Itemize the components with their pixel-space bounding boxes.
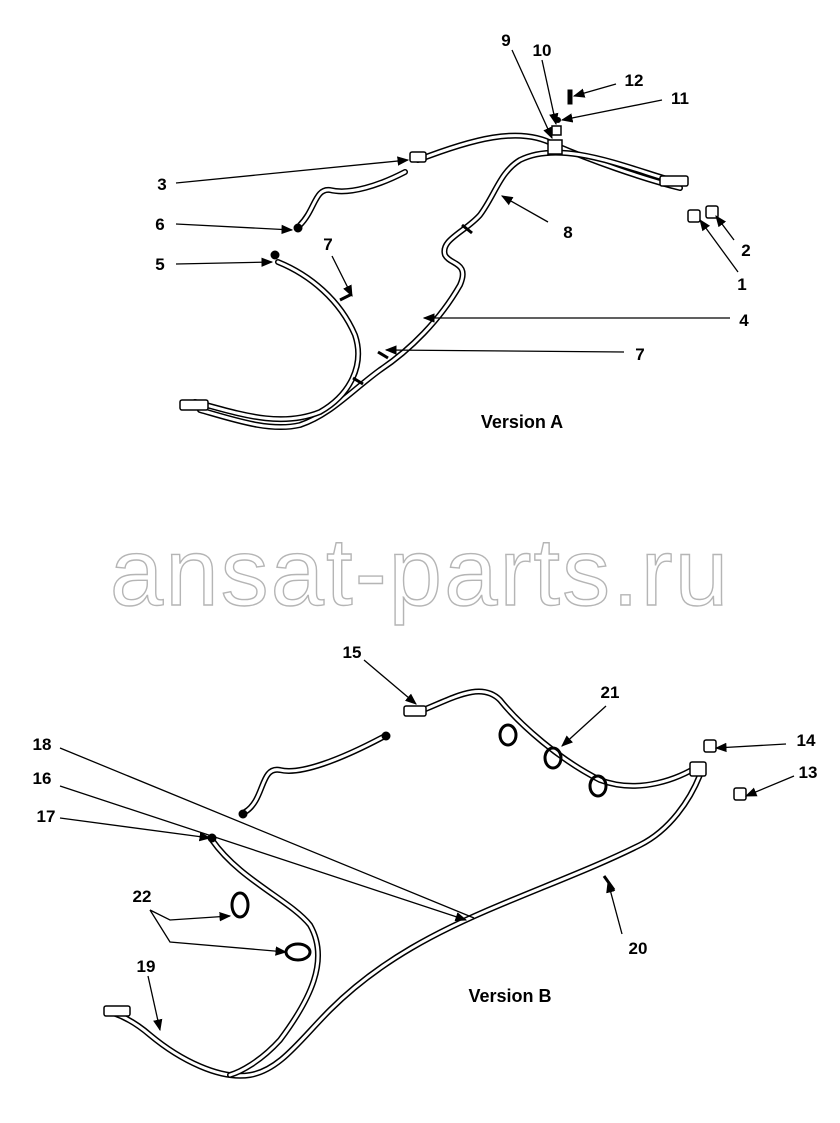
callout-6: 6	[155, 215, 164, 234]
callout-7-lower: 7	[635, 345, 644, 364]
nut-11	[555, 117, 561, 123]
end-fitting-left-a	[179, 399, 209, 411]
callout-19: 19	[137, 957, 156, 976]
adapter-1	[687, 209, 701, 223]
clamp-21-b	[543, 746, 563, 770]
callout-18: 18	[33, 735, 52, 754]
leaders-version-b	[59, 659, 795, 1032]
callout-16: 16	[33, 769, 52, 788]
clip-upper-4	[461, 223, 473, 235]
callout-3: 3	[157, 175, 166, 194]
callout-20: 20	[629, 939, 648, 958]
callout-9: 9	[501, 31, 510, 50]
callout-10: 10	[533, 41, 552, 60]
watermark-text: ansat-parts.ru	[110, 519, 730, 626]
callout-12: 12	[625, 71, 644, 90]
callout-11: 11	[671, 89, 689, 108]
caption-version-b: Version B	[468, 986, 551, 1006]
fitting-6	[293, 223, 303, 233]
callout-22: 22	[133, 887, 152, 906]
callout-4: 4	[739, 311, 749, 330]
fitting-5	[270, 250, 280, 260]
adapter-2	[705, 205, 719, 219]
end-fitting-left-b	[103, 1005, 131, 1017]
hose-17	[209, 837, 321, 1078]
callout-21: 21	[601, 683, 620, 702]
hose-5	[192, 259, 362, 423]
end-fitting-right	[659, 175, 689, 187]
fitting-3	[409, 151, 427, 163]
fitting-18-top	[381, 731, 391, 741]
callout-5: 5	[155, 255, 164, 274]
callout-14: 14	[797, 731, 816, 750]
callout-1: 1	[737, 275, 746, 294]
hose-15	[415, 688, 703, 789]
hose-18	[242, 733, 388, 815]
clamp-21-a	[498, 723, 518, 747]
fitting-18	[238, 809, 248, 819]
hose-4	[197, 149, 673, 431]
hose-16	[107, 772, 703, 1079]
callout-2: 2	[741, 241, 750, 260]
clamp-22-lower	[284, 942, 312, 962]
clamp-block-9	[547, 139, 563, 155]
bolt-12	[567, 89, 573, 105]
clip-7-upper	[339, 292, 353, 302]
hose-6	[297, 169, 408, 228]
bracket-10	[551, 125, 562, 136]
callout-17: 17	[37, 807, 56, 826]
callout-13: 13	[799, 763, 818, 782]
leaders-version-a	[175, 49, 739, 355]
fitting-15	[403, 705, 427, 717]
version-b-assembly: 13 14 15 16 17 18 19 20 21 22 Version B	[33, 643, 818, 1079]
clamp-21-c	[588, 774, 608, 798]
clip-7-lower	[377, 350, 389, 360]
callout-15: 15	[343, 643, 362, 662]
clamp-22-upper	[230, 891, 250, 919]
end-fitting-right-b	[689, 761, 707, 777]
version-a-assembly: 1 2 3 4 5 6 7 7 8 9 10 11 12 Version A	[155, 31, 750, 432]
callout-8: 8	[563, 223, 572, 242]
clip-mid-a	[352, 376, 364, 386]
callout-7-upper: 7	[323, 235, 332, 254]
caption-version-a: Version A	[481, 412, 563, 432]
adapter-14	[703, 739, 717, 753]
adapter-13	[733, 787, 747, 801]
